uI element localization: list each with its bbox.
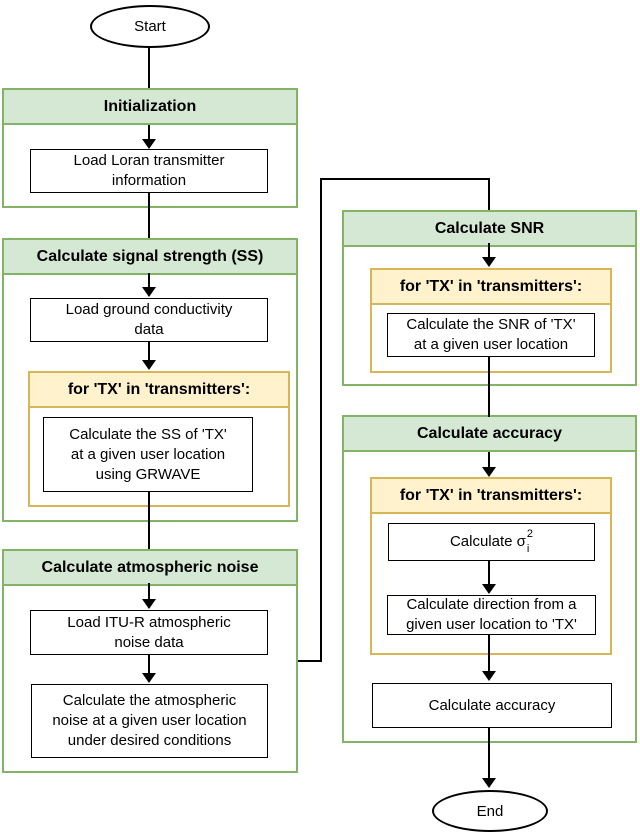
start-terminator: Start: [90, 5, 210, 48]
flow-line-init-to-ss: [148, 193, 150, 238]
flow-line-sigma-to-direction: [488, 561, 490, 586]
ss-loop-header: for 'TX' in 'transmitters':: [30, 373, 288, 408]
arrowhead-icon: [142, 673, 156, 683]
arrowhead-icon: [482, 778, 496, 788]
initialization-header: Initialization: [4, 90, 296, 125]
load-itur-noise-box: Load ITU-R atmospheric noise data: [30, 610, 268, 655]
snr-header: Calculate SNR: [344, 212, 635, 247]
connector-line-exit: [298, 660, 322, 662]
calc-ss-box: Calculate the SS of 'TX' at a given user…: [43, 417, 253, 492]
arrowhead-icon: [142, 599, 156, 609]
flow-line-start-to-init: [148, 47, 150, 88]
arrowhead-icon: [142, 287, 156, 297]
calc-atmospheric-noise-box: Calculate the atmospheric noise at a giv…: [31, 684, 268, 758]
accuracy-loop-header: for 'TX' in 'transmitters':: [372, 479, 610, 514]
flow-line-itur-to-calcnoise: [148, 655, 150, 675]
calc-accuracy-box: Calculate accuracy: [372, 683, 612, 728]
snr-loop-header: for 'TX' in 'transmitters':: [372, 270, 610, 305]
flow-line-conductivity-to-loop: [148, 342, 150, 362]
arrowhead-icon: [482, 671, 496, 681]
flow-line-snr-header-to-loop: [488, 243, 490, 259]
arrowhead-icon: [482, 257, 496, 267]
flow-line-ss-to-noise: [148, 492, 150, 549]
connector-line-into-snr: [488, 178, 490, 210]
atmospheric-noise-header: Calculate atmospheric noise: [4, 551, 296, 586]
arrowhead-icon: [142, 139, 156, 149]
flow-line-snr-to-accuracy: [488, 357, 490, 417]
accuracy-header: Calculate accuracy: [344, 417, 635, 452]
flow-line-acc-header-to-loop: [488, 452, 490, 468]
load-ground-conductivity-box: Load ground conductivity data: [30, 298, 268, 342]
load-loran-transmitter-info-box: Load Loran transmitter information: [30, 149, 268, 193]
flow-line-acc-to-end: [488, 728, 490, 780]
signal-strength-header: Calculate signal strength (SS): [4, 240, 296, 275]
arrowhead-icon: [482, 467, 496, 477]
end-terminator: End: [432, 790, 548, 832]
calc-snr-box: Calculate the SNR of 'TX' at a given use…: [387, 313, 595, 357]
connector-line-top: [320, 178, 490, 180]
connector-line-vertical: [320, 178, 322, 662]
flow-line-noise-header-to-box: [148, 583, 150, 601]
arrowhead-icon: [482, 584, 496, 594]
calc-direction-box: Calculate direction from a given user lo…: [387, 595, 596, 635]
sigma-subscript: i: [526, 543, 530, 555]
flow-line-ss-header-to-box: [148, 273, 150, 289]
calc-sigma-label: Calculate σ: [449, 533, 526, 550]
arrowhead-icon: [142, 360, 156, 370]
sigma-superscript: 2: [526, 528, 534, 540]
flow-line-init-header-to-box: [148, 125, 150, 140]
flow-line-direction-to-accbox: [488, 635, 490, 673]
